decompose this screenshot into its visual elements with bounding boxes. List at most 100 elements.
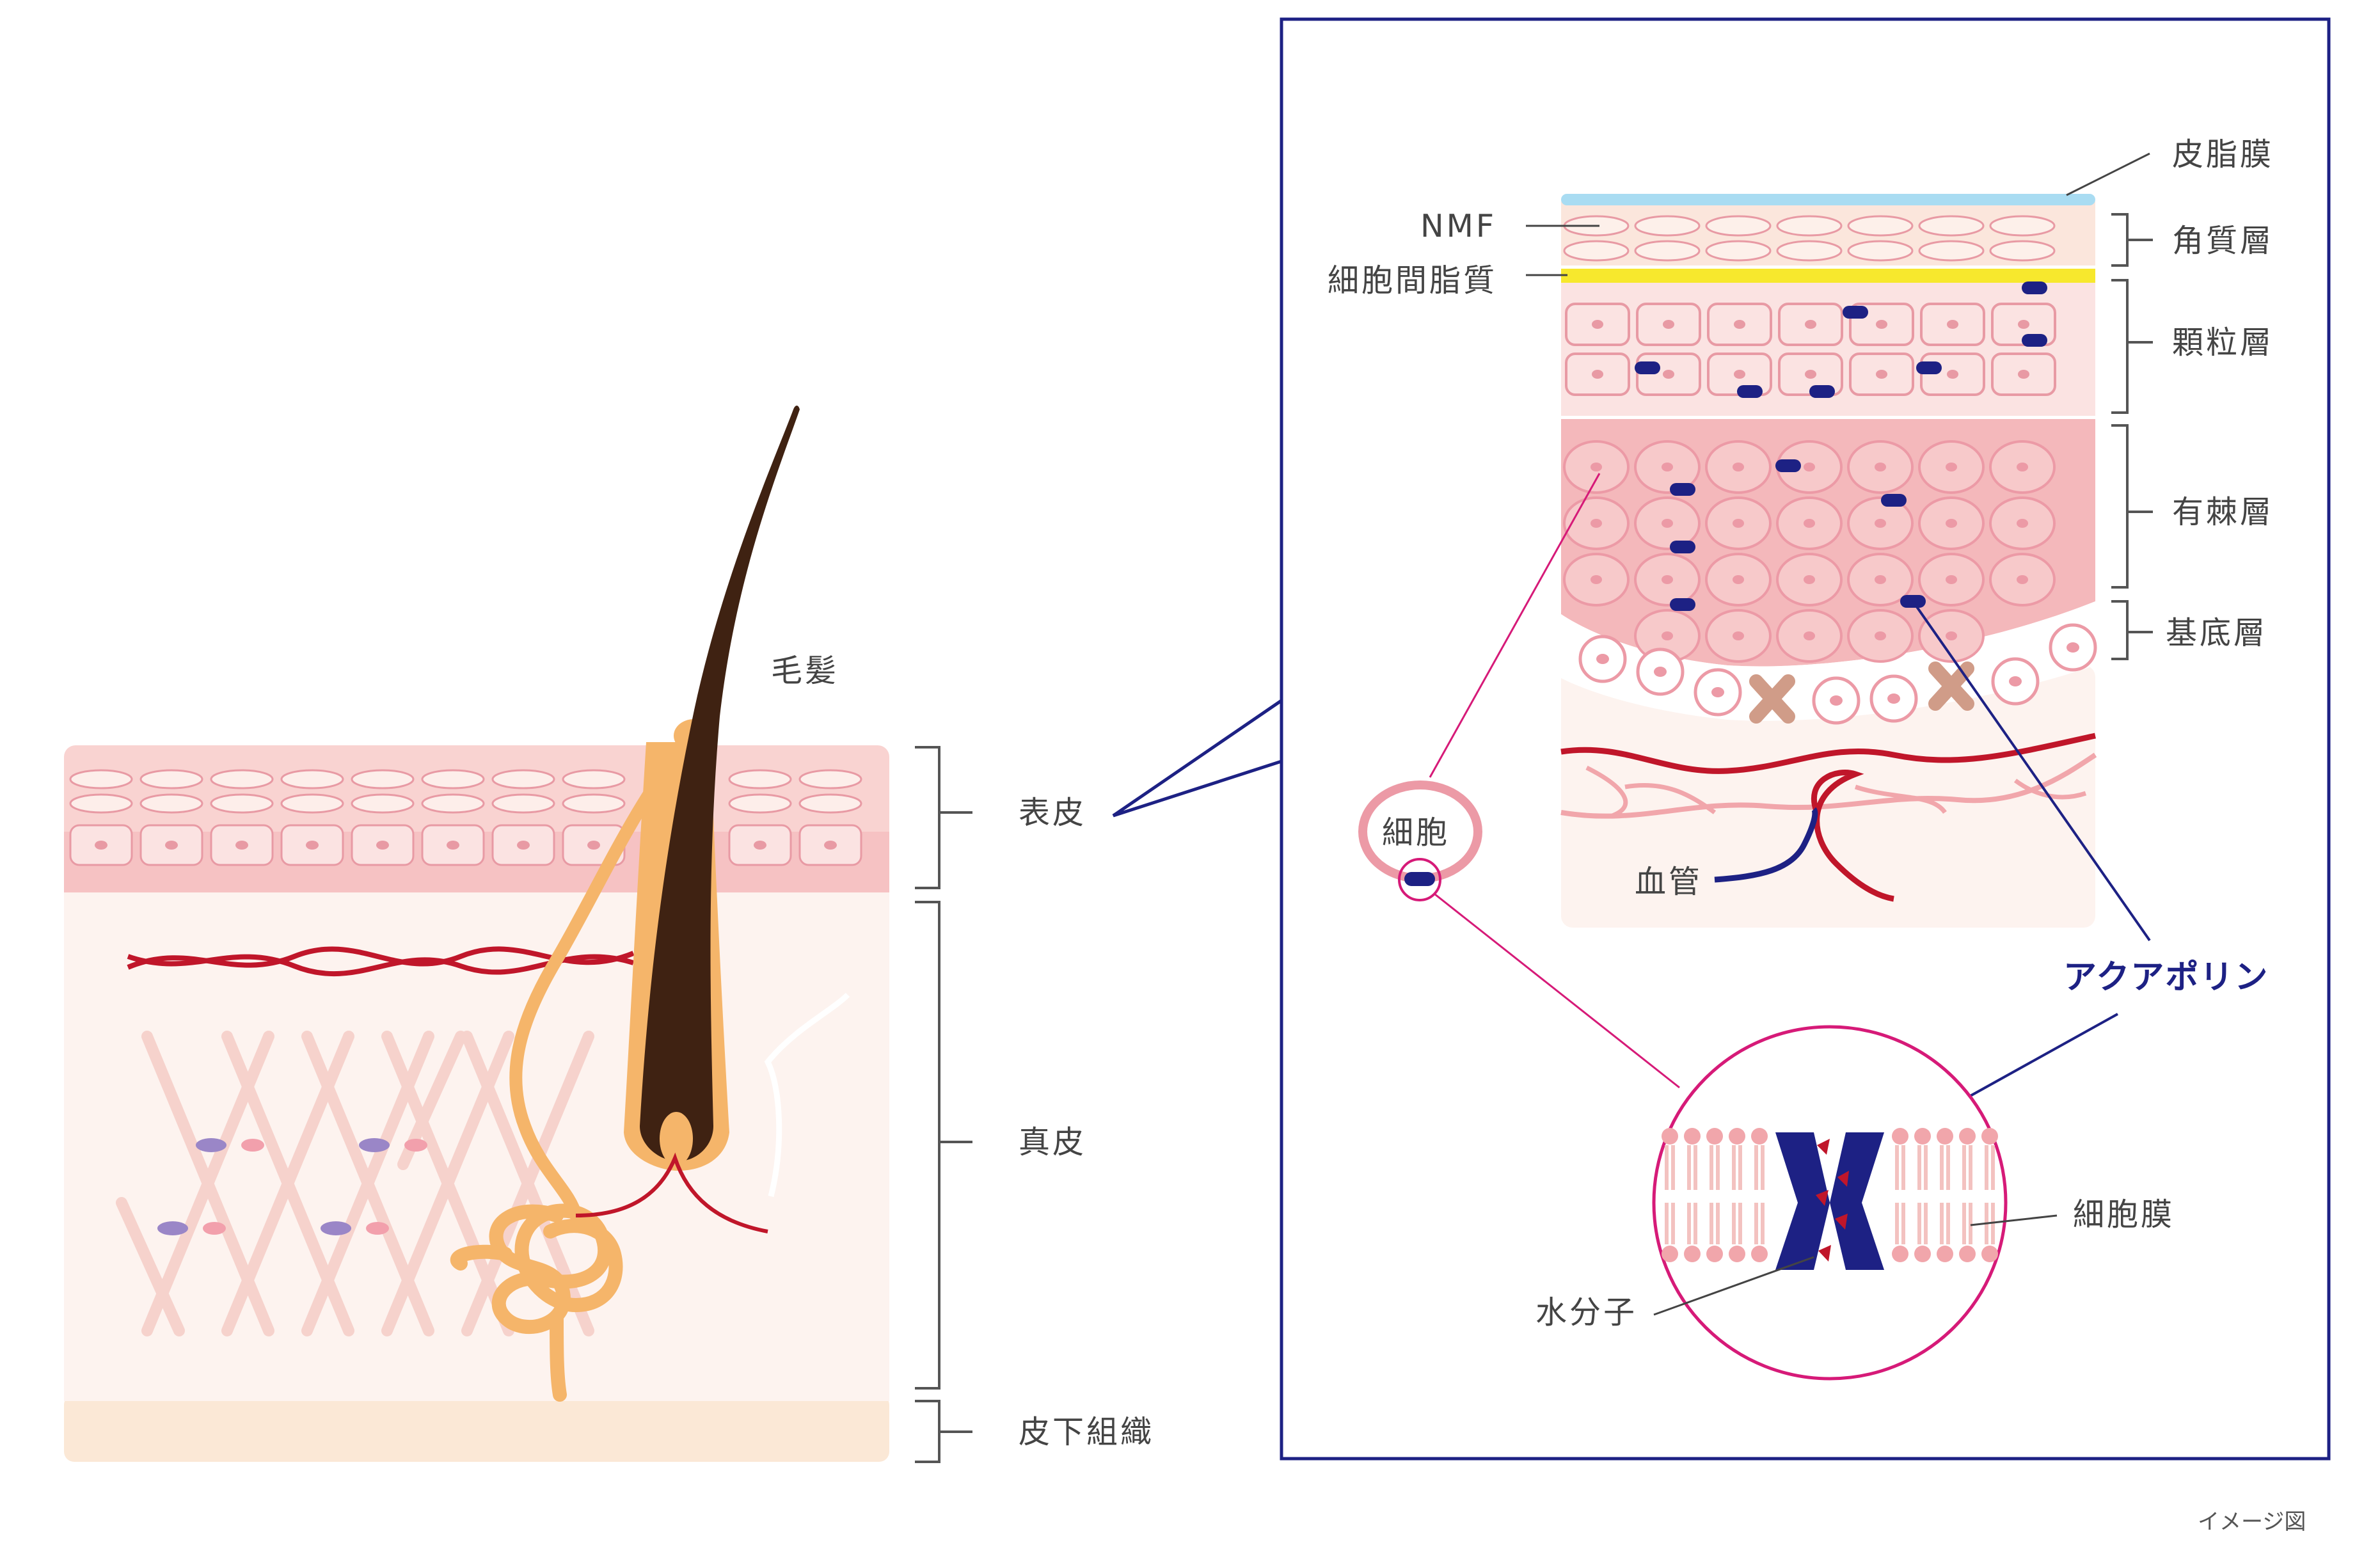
- cell-nucleus: [1662, 575, 1673, 584]
- aquaporin-marker: [1670, 483, 1695, 496]
- cell-nucleus: [2067, 642, 2079, 653]
- dermis-blood-vessel-2: [127, 946, 635, 970]
- lipid-head: [1729, 1246, 1745, 1262]
- cell-aquaporin-zoom-ring: [1398, 858, 1441, 901]
- sweat-gland-side: [450, 1244, 512, 1271]
- aquaporin-marker: [1916, 361, 1942, 374]
- spinosum-bracket: [2111, 424, 2153, 589]
- subcutaneous-tissue-layer: [64, 1395, 889, 1462]
- cell-nucleus: [1946, 519, 1957, 528]
- cell-nucleus: [2009, 676, 2022, 686]
- intercellular-lipid-band: [1561, 269, 2095, 283]
- subcutaneous-label: 皮下組織: [1019, 1414, 1154, 1450]
- basale-bracket: [2111, 600, 2153, 660]
- lipid-head: [1959, 1128, 1976, 1145]
- lipid-head: [1959, 1246, 1976, 1262]
- corneocyte: [139, 769, 203, 789]
- aquaporin-marker: [2022, 334, 2047, 347]
- corneocyte: [798, 793, 862, 814]
- spinosum-cells: [1563, 440, 2056, 663]
- cell-nucleus: [1734, 320, 1745, 329]
- dermis-detail-panel: [1561, 665, 2095, 928]
- cell-nucleus: [1663, 320, 1674, 329]
- hair-label: 毛髪: [771, 653, 839, 689]
- granulosum-bracket: [2111, 279, 2153, 414]
- epidermis-label: 表皮: [1019, 795, 1086, 831]
- aquaporin-channel-right: [1830, 1132, 1884, 1270]
- corneocyte: [421, 769, 485, 789]
- cell-nucleus: [824, 841, 837, 850]
- corneocyte: [1989, 240, 2056, 262]
- lipid-head: [1914, 1246, 1931, 1262]
- aquaporin-channel-left: [1775, 1132, 1830, 1270]
- dermis-bracket: [915, 901, 972, 1390]
- cell-nucleus: [376, 841, 389, 850]
- lipid-head: [1706, 1128, 1723, 1145]
- cell-membrane-leader: [1970, 1214, 2058, 1226]
- zoom-callout-lines: [1112, 699, 1283, 818]
- cell-nucleus: [1875, 631, 1886, 640]
- lipid-bilayer: [1662, 1128, 1998, 1262]
- epidermis-detail: [1560, 194, 2097, 928]
- collagen-fiber: [116, 1197, 185, 1336]
- aquaporin-marker: [1670, 598, 1695, 611]
- skin-cross-section: 毛髪 表皮 真皮 皮下組織: [64, 406, 1154, 1463]
- sweat-gland-coil: [489, 1203, 623, 1402]
- cell-nucleus: [517, 841, 530, 850]
- aquaporin-marker: [1843, 306, 1868, 319]
- nmf-label: NMF: [1420, 208, 1496, 244]
- corneocyte: [1989, 215, 2056, 237]
- corneocyte: [728, 769, 792, 789]
- cell-label: 細胞: [1382, 814, 1450, 851]
- cell-membrane-label: 細胞膜: [2073, 1196, 2175, 1233]
- cell-nucleus: [165, 841, 178, 850]
- corneocyte: [1918, 215, 1985, 237]
- aquaporin-leader: [1912, 600, 2151, 942]
- cell-nucleus: [1591, 463, 1602, 471]
- cell-nucleus: [1591, 519, 1602, 528]
- aquaporin-marker: [1670, 541, 1695, 553]
- cell-nucleus: [1662, 519, 1673, 528]
- lipid-head: [1937, 1246, 1953, 1262]
- corneocyte: [210, 793, 274, 814]
- blood-vessel-blue: [1714, 807, 1818, 883]
- corneocyte: [421, 793, 485, 814]
- stratum-basale-label: 基底層: [2166, 615, 2267, 651]
- lipid-head: [1981, 1246, 1998, 1262]
- stratum-corneum-label: 角質層: [2172, 223, 2274, 259]
- zoom-leader: [1434, 893, 1680, 1089]
- aquaporin-marker: [1775, 459, 1801, 472]
- cell-nucleus: [1733, 463, 1744, 471]
- lipid-head: [1662, 1246, 1678, 1262]
- cell-nucleus: [1805, 320, 1816, 329]
- zoom-frame: [1280, 17, 2331, 1461]
- lipid-head: [1662, 1128, 1678, 1145]
- lipid-head: [1937, 1128, 1953, 1145]
- subcutaneous-bracket: [915, 1400, 972, 1463]
- aquaporin-markers: [1635, 281, 2047, 611]
- cell-nucleus: [1591, 575, 1602, 584]
- cell-nucleus: [95, 841, 107, 850]
- cell-nucleus: [1733, 631, 1744, 640]
- corneocyte: [210, 769, 274, 789]
- cell-aquaporin-marker: [1404, 872, 1435, 886]
- water-molecule-leader: [1653, 1256, 1814, 1316]
- cell-nucleus: [1875, 575, 1886, 584]
- aquaporin-marker: [1881, 494, 1907, 507]
- fibroblast-partner: [203, 1222, 226, 1235]
- corneum-bracket: [2111, 213, 2153, 267]
- cell-nucleus: [1734, 370, 1745, 379]
- sweat-gland-duct: [509, 729, 697, 1222]
- cell-nucleus: [1805, 370, 1816, 379]
- cell-nucleus: [1887, 693, 1900, 704]
- corneocyte: [1705, 240, 1772, 262]
- cell-nucleus: [1804, 631, 1815, 640]
- cell-nucleus: [1733, 519, 1744, 528]
- water-molecule-label: 水分子: [1535, 1294, 1637, 1331]
- right-labels: 皮脂膜 角質層 顆粒層 有棘層 基底層 NMF 細胞間脂質 細胞 血管 アクアポ…: [1328, 136, 2274, 1143]
- corneocyte: [1634, 215, 1701, 237]
- intercellular-lipid-label: 細胞間脂質: [1328, 262, 1497, 299]
- aquaporin-marker: [1737, 385, 1763, 398]
- blood-vessel-label: 血管: [1635, 864, 1702, 900]
